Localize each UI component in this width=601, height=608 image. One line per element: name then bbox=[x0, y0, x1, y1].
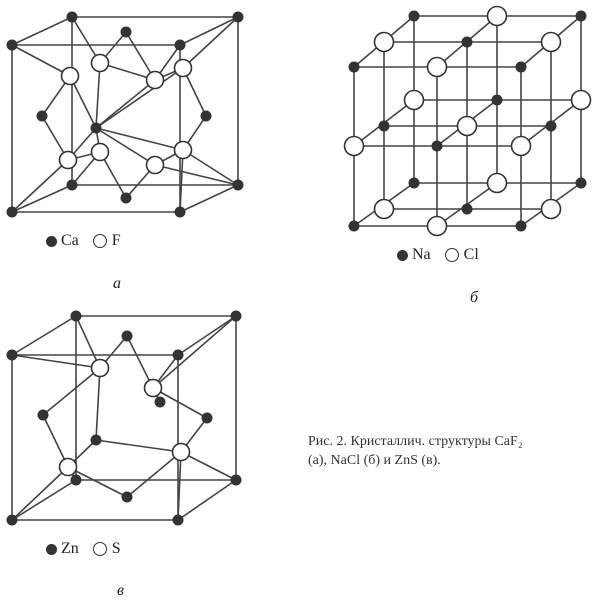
cl-atom bbox=[456, 115, 478, 137]
zn-atom bbox=[121, 491, 133, 503]
cl-atom bbox=[510, 135, 532, 157]
na-atom bbox=[515, 61, 527, 73]
zn-atom bbox=[90, 434, 102, 446]
f-atom bbox=[90, 142, 110, 162]
zn-atom bbox=[6, 349, 18, 361]
panel-letter-c: в bbox=[117, 582, 124, 599]
na-atom bbox=[461, 203, 473, 215]
s-atom bbox=[90, 358, 110, 378]
cl-atom bbox=[343, 135, 365, 157]
cl-atom bbox=[486, 172, 508, 194]
na-atom bbox=[515, 220, 527, 232]
cl-atom bbox=[373, 31, 395, 53]
cl-atom bbox=[426, 215, 448, 237]
ca-atom bbox=[90, 122, 102, 134]
na-atom bbox=[575, 10, 587, 22]
na-atom bbox=[461, 36, 473, 48]
f-atom bbox=[145, 70, 165, 90]
legend-caf2: Ca F bbox=[46, 232, 121, 250]
na-atom bbox=[408, 10, 420, 22]
na-atom bbox=[348, 61, 360, 73]
legend-light-label: S bbox=[111, 540, 121, 557]
ca-atom bbox=[120, 26, 132, 38]
legend-dark-label: Ca bbox=[61, 232, 79, 249]
zn-atom bbox=[172, 349, 184, 361]
ca-atom bbox=[120, 192, 132, 204]
caption-line-1: Рис. 2. Кристаллич. структуры CaF₂ bbox=[308, 434, 523, 449]
na-atom bbox=[348, 220, 360, 232]
panel-letter-b: б bbox=[470, 289, 479, 306]
caption-line-2: (а), NaCl (б) и ZnS (в). bbox=[308, 453, 441, 468]
ca-atom bbox=[200, 110, 212, 122]
cl-atom bbox=[486, 5, 508, 27]
zn-atom bbox=[201, 412, 213, 424]
f-atom bbox=[58, 150, 78, 170]
light-atom-swatch bbox=[92, 234, 107, 248]
f-atom bbox=[90, 53, 110, 73]
cl-atom bbox=[540, 198, 562, 220]
zn-atom bbox=[70, 310, 82, 322]
figure-caption: Рис. 2. Кристаллич. структуры CaF₂ (а), … bbox=[308, 432, 598, 470]
f-atom bbox=[173, 140, 193, 160]
legend-dark-label: Zn bbox=[61, 540, 79, 557]
s-atom bbox=[171, 442, 191, 462]
zn-atom bbox=[6, 514, 18, 526]
cl-atom bbox=[426, 56, 448, 78]
legend-dark-label: Na bbox=[412, 246, 431, 263]
ca-atom bbox=[174, 39, 186, 51]
f-atom bbox=[60, 66, 80, 86]
panel-letter-a: а bbox=[113, 275, 121, 292]
zn-atom bbox=[37, 409, 49, 421]
s-atom bbox=[143, 378, 163, 398]
cl-atom bbox=[540, 31, 562, 53]
caf2-structure bbox=[6, 11, 244, 218]
dark-atom-swatch bbox=[46, 543, 57, 555]
na-atom bbox=[431, 140, 443, 152]
light-atom-swatch bbox=[92, 542, 107, 556]
cl-atom bbox=[403, 89, 425, 111]
ca-atom bbox=[66, 11, 78, 23]
zn-atom bbox=[154, 396, 166, 408]
f-atom bbox=[173, 58, 193, 78]
legend-light-label: Cl bbox=[463, 246, 479, 263]
zn-atom bbox=[230, 310, 242, 322]
legend-nacl: Na Cl bbox=[397, 246, 479, 264]
cl-atom bbox=[373, 198, 395, 220]
ca-atom bbox=[6, 39, 18, 51]
legend-zns: Zn S bbox=[46, 540, 121, 558]
cl-atom bbox=[570, 89, 592, 111]
light-atom-swatch bbox=[444, 248, 459, 262]
dark-atom-swatch bbox=[46, 235, 57, 247]
ca-atom bbox=[232, 179, 244, 191]
na-atom bbox=[491, 94, 503, 106]
ca-atom bbox=[232, 11, 244, 23]
dark-atom-swatch bbox=[397, 249, 408, 261]
ca-atom bbox=[6, 206, 18, 218]
zn-atom bbox=[172, 514, 184, 526]
ca-atom bbox=[174, 206, 186, 218]
zn-atom bbox=[230, 474, 242, 486]
na-atom bbox=[575, 177, 587, 189]
zn-atom bbox=[70, 474, 82, 486]
na-atom bbox=[378, 120, 390, 132]
zns-structure bbox=[6, 310, 242, 526]
s-atom bbox=[58, 457, 78, 477]
ca-atom bbox=[66, 179, 78, 191]
f-atom bbox=[145, 155, 165, 175]
legend-light-label: F bbox=[111, 232, 121, 249]
ca-atom bbox=[36, 110, 48, 122]
na-atom bbox=[545, 120, 557, 132]
zn-atom bbox=[121, 330, 133, 342]
nacl-structure bbox=[343, 5, 592, 237]
na-atom bbox=[408, 177, 420, 189]
